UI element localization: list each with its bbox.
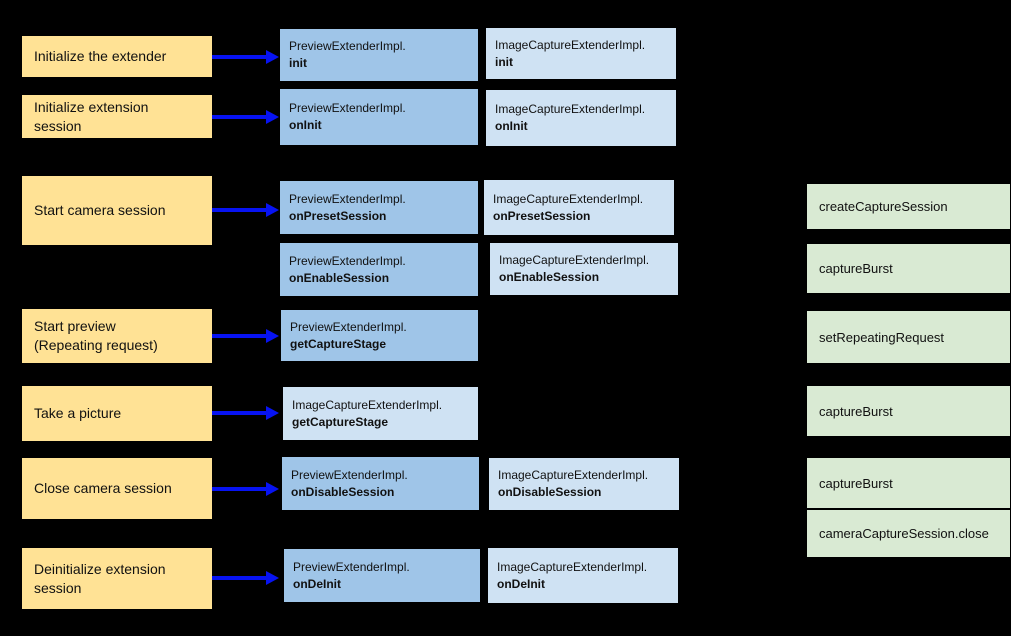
class-name-label: PreviewExtenderImpl. bbox=[289, 191, 406, 206]
image-capture-extender-oninit: ImageCaptureExtenderImpl. onInit bbox=[486, 90, 676, 146]
method-name-label: onPresetSession bbox=[289, 208, 387, 223]
method-name-label: init bbox=[289, 56, 307, 70]
camera2-cameracapturesession-close: cameraCaptureSession.close bbox=[807, 510, 1010, 557]
camera2-captureburst-3: captureBurst bbox=[807, 458, 1010, 508]
method-name-label: onDisableSession bbox=[498, 485, 602, 499]
flow-arrow bbox=[212, 406, 279, 420]
flow-arrow bbox=[212, 329, 279, 343]
camera2-captureburst-2: captureBurst bbox=[807, 386, 1010, 436]
arrow-shaft bbox=[212, 576, 266, 580]
arrow-shaft bbox=[212, 334, 266, 338]
camera2-setrepeatingrequest: setRepeatingRequest bbox=[807, 311, 1010, 363]
flow-arrow bbox=[212, 482, 279, 496]
method-name-label: onPresetSession bbox=[493, 208, 591, 223]
step-start-camera-session: Start camera session bbox=[22, 176, 212, 245]
api-call-label: setRepeatingRequest bbox=[819, 329, 945, 345]
api-call-label: captureBurst bbox=[819, 475, 893, 491]
image-capture-extender-onpresetsession: ImageCaptureExtenderImpl. onPresetSessio… bbox=[484, 180, 674, 235]
class-name-label: PreviewExtenderImpl. bbox=[289, 39, 406, 53]
arrow-shaft bbox=[212, 487, 266, 491]
class-name-label: ImageCaptureExtenderImpl. bbox=[497, 559, 648, 574]
image-capture-extender-getcapturestage: ImageCaptureExtenderImpl. getCaptureStag… bbox=[283, 387, 478, 440]
camera2-createcapturesession: createCaptureSession bbox=[807, 184, 1010, 229]
method-name-label: onInit bbox=[289, 118, 322, 132]
arrow-head-icon bbox=[266, 329, 279, 343]
arrow-head-icon bbox=[266, 50, 279, 64]
image-capture-extender-onenablesession: ImageCaptureExtenderImpl. onEnableSessio… bbox=[490, 243, 678, 295]
method-name-label: onDisableSession bbox=[291, 484, 395, 499]
image-capture-extender-ondeinit: ImageCaptureExtenderImpl. onDeInit bbox=[488, 548, 678, 603]
preview-extender-getcapturestage: PreviewExtenderImpl. getCaptureStage bbox=[281, 310, 478, 361]
flow-arrow bbox=[212, 50, 279, 64]
step-initialize-extender: Initialize the extender bbox=[22, 36, 212, 77]
arrow-head-icon bbox=[266, 571, 279, 585]
method-name-label: onDeInit bbox=[497, 576, 545, 591]
step-label: Initialize extension session bbox=[34, 98, 149, 134]
preview-extender-ondisablesession: PreviewExtenderImpl. onDisableSession bbox=[282, 457, 479, 510]
method-name-label: onDeInit bbox=[293, 576, 341, 591]
step-label: Take a picture bbox=[34, 405, 122, 421]
preview-extender-init: PreviewExtenderImpl. init bbox=[280, 29, 478, 81]
class-name-label: ImageCaptureExtenderImpl. bbox=[495, 37, 646, 52]
step-label: Start camera session bbox=[34, 202, 166, 218]
step-initialize-extension-session: Initialize extension session bbox=[22, 95, 212, 138]
preview-extender-onpresetsession: PreviewExtenderImpl. onPresetSession bbox=[280, 181, 478, 234]
step-label: Start preview (Repeating request) bbox=[34, 318, 158, 353]
class-name-label: PreviewExtenderImpl. bbox=[290, 319, 407, 334]
step-start-preview: Start preview (Repeating request) bbox=[22, 309, 212, 363]
api-call-label: captureBurst bbox=[819, 261, 893, 276]
step-label: Close camera session bbox=[34, 480, 172, 496]
class-name-label: ImageCaptureExtenderImpl. bbox=[499, 253, 650, 267]
image-capture-extender-init: ImageCaptureExtenderImpl. init bbox=[486, 28, 676, 79]
step-label: Initialize the extender bbox=[34, 48, 167, 64]
flow-arrow bbox=[212, 203, 279, 217]
preview-extender-ondeinit: PreviewExtenderImpl. onDeInit bbox=[284, 549, 480, 602]
arrow-shaft bbox=[212, 115, 266, 119]
preview-extender-oninit: PreviewExtenderImpl. onInit bbox=[280, 89, 478, 145]
class-name-label: ImageCaptureExtenderImpl. bbox=[495, 102, 646, 116]
class-name-label: ImageCaptureExtenderImpl. bbox=[493, 191, 644, 206]
method-name-label: init bbox=[495, 54, 513, 69]
method-name-label: onInit bbox=[495, 119, 528, 133]
step-label: Deinitialize extension session bbox=[34, 560, 166, 596]
class-name-label: PreviewExtenderImpl. bbox=[289, 101, 406, 115]
method-name-label: onEnableSession bbox=[289, 270, 390, 285]
arrow-shaft bbox=[212, 411, 266, 415]
class-name-label: ImageCaptureExtenderImpl. bbox=[292, 397, 443, 412]
step-deinitialize-extension-session: Deinitialize extension session bbox=[22, 548, 212, 609]
api-call-label: cameraCaptureSession.close bbox=[819, 526, 989, 541]
flow-arrow bbox=[212, 571, 279, 585]
step-close-camera-session: Close camera session bbox=[22, 458, 212, 519]
class-name-label: PreviewExtenderImpl. bbox=[293, 559, 410, 574]
method-name-label: getCaptureStage bbox=[292, 414, 389, 429]
arrow-shaft bbox=[212, 208, 266, 212]
flow-arrow bbox=[212, 110, 279, 124]
arrow-shaft bbox=[212, 55, 266, 59]
api-call-label: createCaptureSession bbox=[819, 199, 948, 214]
preview-extender-onenablesession: PreviewExtenderImpl. onEnableSession bbox=[280, 243, 478, 296]
camera2-captureburst-1: captureBurst bbox=[807, 244, 1010, 293]
class-name-label: ImageCaptureExtenderImpl. bbox=[498, 468, 649, 482]
arrow-head-icon bbox=[266, 406, 279, 420]
image-capture-extender-ondisablesession: ImageCaptureExtenderImpl. onDisableSessi… bbox=[489, 458, 679, 510]
method-name-label: getCaptureStage bbox=[290, 336, 387, 351]
arrow-head-icon bbox=[266, 482, 279, 496]
class-name-label: PreviewExtenderImpl. bbox=[289, 253, 406, 268]
method-name-label: onEnableSession bbox=[499, 270, 600, 284]
arrow-head-icon bbox=[266, 110, 279, 124]
step-take-picture: Take a picture bbox=[22, 386, 212, 441]
arrow-head-icon bbox=[266, 203, 279, 217]
api-call-label: captureBurst bbox=[819, 403, 893, 419]
class-name-label: PreviewExtenderImpl. bbox=[291, 467, 408, 482]
